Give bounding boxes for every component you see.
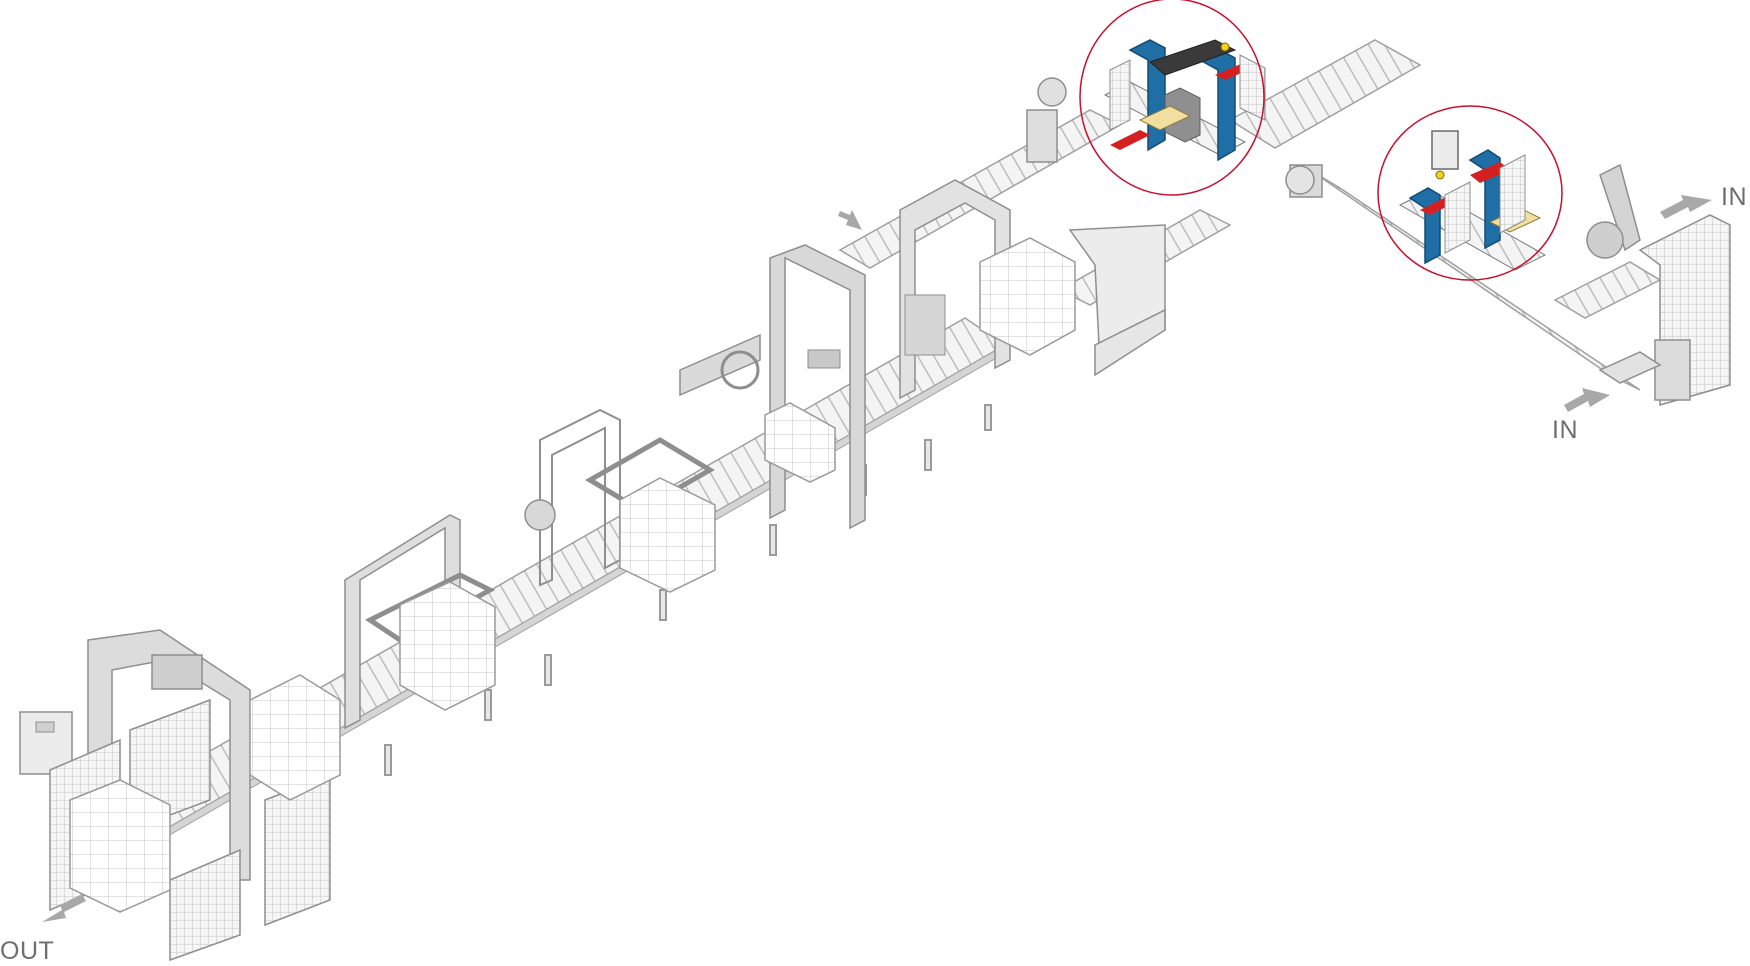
out-label: OUT <box>0 937 55 965</box>
highlighted-case-sealer-1 <box>1103 39 1266 162</box>
arrow-icon <box>1660 195 1712 219</box>
highlight-circle-1 <box>1079 0 1265 196</box>
arrow-icon <box>1564 388 1610 412</box>
in-label-top: IN <box>1721 183 1747 211</box>
highlighted-case-sealer-2 <box>1398 130 1547 271</box>
output-pallet-cell <box>19 629 341 962</box>
stretch-hood-station <box>344 514 496 730</box>
arrow-icon <box>42 894 86 922</box>
in-label-bottom: IN <box>1552 416 1578 444</box>
wrapping-station <box>679 244 866 530</box>
strapping-station <box>524 408 716 593</box>
case-erector <box>1026 77 1323 198</box>
highlight-circle-2 <box>1377 105 1563 281</box>
palletizer-gantry <box>899 179 1166 400</box>
arrow-icon <box>838 210 862 230</box>
robot-cell-right <box>1586 163 1731 406</box>
